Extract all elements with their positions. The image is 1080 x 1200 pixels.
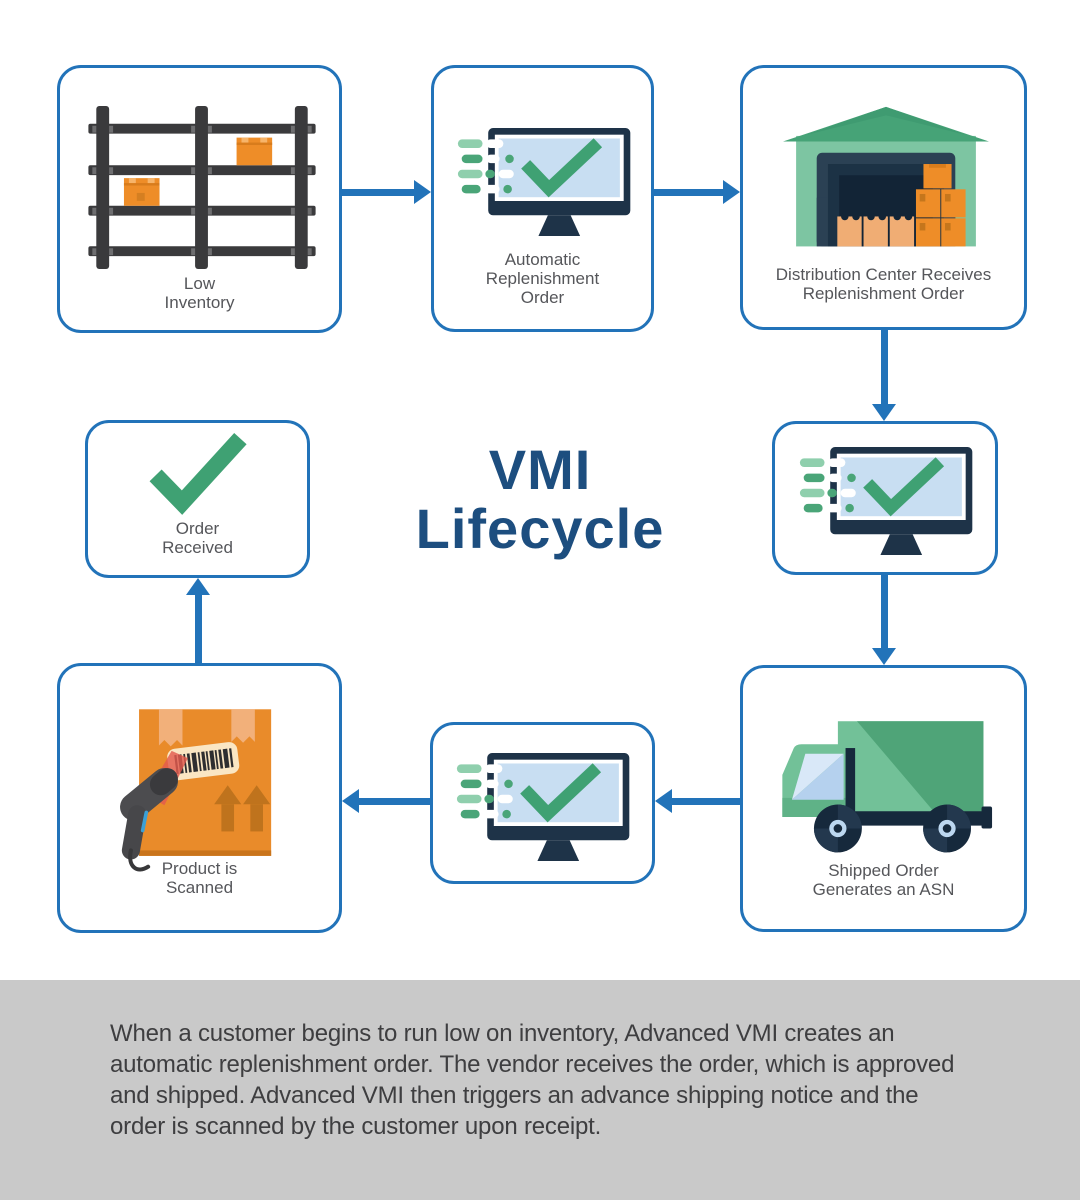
footer-line: When a customer begins to run low on inv… [110,1020,895,1047]
node-label: Automatic Replenishment Order [485,250,600,307]
node-shipped-order-truck: Shipped Order Generates an ASN [740,665,1027,932]
checkmark-icon [149,432,247,515]
node-automatic-replenishment-order: Automatic Replenishment Order [431,65,654,332]
footer-line: automatic replenishment order. The vendo… [110,1051,955,1078]
monitor-check-icon [456,753,630,862]
page-title: VMI Lifecycle [350,440,730,558]
arrow-approved-to-shipped [872,575,896,665]
node-distribution-center: Distribution Center Receives Replenishme… [740,65,1027,330]
monitor-check-icon [799,447,973,556]
arrow-distribution-to-approved [872,330,896,421]
monitor-check-icon [457,128,631,237]
node-label: Low Inventory [164,274,235,312]
delivery-truck-icon [782,721,993,853]
node-label: Shipped Order Generates an ASN [812,861,955,899]
title-line-2: Lifecycle [415,497,665,560]
footer-line: and shipped. Advanced VMI then triggers … [110,1082,919,1109]
arrow-product-scanned-to-order-received [186,578,210,663]
barcode-scanner-icon [120,709,272,872]
arrow-low-inventory-to-auto-order [342,180,431,204]
footer-paragraph: When a customer begins to run low on inv… [110,1018,954,1142]
node-label: Order Received [162,519,233,557]
node-label: Distribution Center Receives Replenishme… [775,265,992,303]
node-order-received: Order Received [85,420,310,578]
node-asn-monitor [430,722,655,884]
node-low-inventory: Low Inventory [57,65,342,333]
arrow-shipped-to-asn [655,789,740,813]
title-line-1: VMI [488,438,592,501]
warehouse-shelf-icon [88,106,316,269]
node-label: Product is Scanned [161,859,238,897]
arrow-asn-to-product-scanned [342,789,430,813]
node-order-approved-monitor [772,421,998,575]
node-product-scanned: Product is Scanned [57,663,342,933]
arrow-auto-order-to-distribution [654,180,740,204]
warehouse-building-icon [783,106,989,247]
footer-line: order is scanned by the customer upon re… [110,1113,602,1140]
footer-band: When a customer begins to run low on inv… [0,980,1080,1200]
